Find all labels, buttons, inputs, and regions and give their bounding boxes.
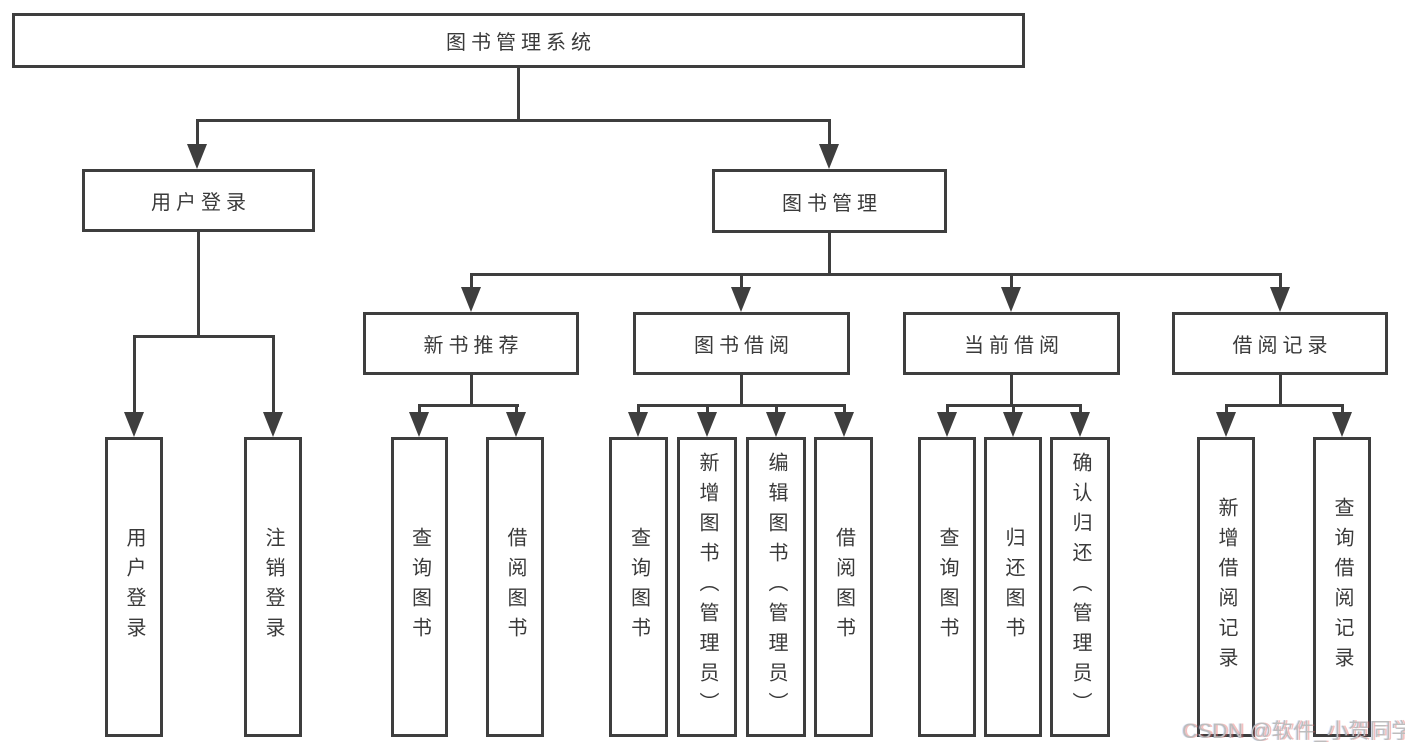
connector-line xyxy=(740,273,743,295)
node-label: 归还图书 xyxy=(1002,527,1024,647)
connector-line xyxy=(196,119,199,150)
arrowhead-down-icon xyxy=(187,144,207,169)
connector-line xyxy=(1225,404,1344,407)
node-label: 图书借阅 xyxy=(694,335,794,357)
connector-line xyxy=(637,404,846,407)
connector-line xyxy=(1279,375,1282,407)
node-label: 新书推荐 xyxy=(423,335,524,357)
arrowhead-down-icon xyxy=(506,412,526,437)
node-label: 新增图书（管理员） xyxy=(696,452,718,722)
connector-line xyxy=(133,335,275,338)
connector-line xyxy=(196,119,831,122)
connector-line xyxy=(272,335,275,420)
arrowhead-down-icon xyxy=(834,412,854,437)
node-label: 编辑图书（管理员） xyxy=(765,452,787,722)
node-user-login: 用户登录 xyxy=(82,169,315,232)
node-label: 借阅图书 xyxy=(832,527,855,647)
connector-line xyxy=(740,375,743,407)
node-label: 确认归还（管理员） xyxy=(1069,452,1091,722)
arrowhead-down-icon xyxy=(731,287,751,312)
node-label: 图书管理系统 xyxy=(446,32,596,54)
arrowhead-down-icon xyxy=(697,412,717,437)
node-root-library-management-system: 图书管理系统 xyxy=(12,13,1025,68)
node-label: 用户登录 xyxy=(151,192,251,214)
leaf-edit-books-admin: 编辑图书（管理员） xyxy=(746,437,806,737)
connector-line xyxy=(1010,375,1013,407)
leaf-borrow-books-recommend: 借阅图书 xyxy=(486,437,544,737)
node-label: 用户登录 xyxy=(123,527,145,647)
arrowhead-down-icon xyxy=(937,412,957,437)
node-label: 图书管理 xyxy=(782,192,882,215)
node-book-borrowing: 图书借阅 xyxy=(633,312,850,375)
leaf-query-borrow-record: 查询借阅记录 xyxy=(1313,437,1371,737)
leaf-user-login: 用户登录 xyxy=(105,437,163,737)
node-label: 查询图书 xyxy=(408,527,431,647)
node-label: 借阅图书 xyxy=(504,527,526,647)
leaf-query-books-recommend: 查询图书 xyxy=(391,437,448,737)
arrowhead-down-icon xyxy=(1270,287,1290,312)
arrowhead-down-icon xyxy=(1003,412,1023,437)
arrowhead-down-icon xyxy=(628,412,648,437)
arrowhead-down-icon xyxy=(1332,412,1352,437)
connector-line xyxy=(1279,273,1282,295)
node-borrowing-records: 借阅记录 xyxy=(1172,312,1388,375)
node-label: 新增借阅记录 xyxy=(1215,497,1237,677)
connector-line xyxy=(418,404,519,407)
leaf-borrow-books: 借阅图书 xyxy=(814,437,873,737)
arrowhead-down-icon xyxy=(1001,287,1021,312)
connector-line xyxy=(197,232,200,338)
connector-line xyxy=(470,273,1282,276)
connector-line xyxy=(517,68,520,121)
node-new-book-recommend: 新书推荐 xyxy=(363,312,579,375)
node-current-borrowing: 当前借阅 xyxy=(903,312,1120,375)
connector-line xyxy=(828,119,831,150)
leaf-return-books: 归还图书 xyxy=(984,437,1042,737)
arrowhead-down-icon xyxy=(819,144,839,169)
leaf-confirm-return-admin: 确认归还（管理员） xyxy=(1050,437,1110,737)
connector-line xyxy=(828,233,831,276)
leaf-logout: 注销登录 xyxy=(244,437,302,737)
arrowhead-down-icon xyxy=(1070,412,1090,437)
node-book-management: 图书管理 xyxy=(712,169,947,233)
node-label: 当前借阅 xyxy=(964,335,1064,357)
arrowhead-down-icon xyxy=(263,412,283,437)
arrowhead-down-icon xyxy=(1216,412,1236,437)
connector-line xyxy=(1010,273,1013,295)
node-label: 查询图书 xyxy=(936,527,958,647)
node-label: 查询图书 xyxy=(627,527,650,647)
arrowhead-down-icon xyxy=(124,412,144,437)
node-label: 注销登录 xyxy=(262,527,284,647)
leaf-add-borrow-record: 新增借阅记录 xyxy=(1197,437,1255,737)
node-label: 借阅记录 xyxy=(1232,335,1333,357)
leaf-query-books-borrowing: 查询图书 xyxy=(609,437,668,737)
arrowhead-down-icon xyxy=(766,412,786,437)
arrowhead-down-icon xyxy=(461,287,481,312)
arrowhead-down-icon xyxy=(409,412,429,437)
connector-line xyxy=(470,273,473,295)
leaf-query-books-current: 查询图书 xyxy=(918,437,976,737)
node-label: 查询借阅记录 xyxy=(1331,497,1353,677)
connector-line xyxy=(470,375,473,407)
csdn-watermark: CSDN @软件_小贺同学 xyxy=(1182,720,1405,743)
connector-line xyxy=(133,335,136,420)
leaf-add-books-admin: 新增图书（管理员） xyxy=(677,437,737,737)
